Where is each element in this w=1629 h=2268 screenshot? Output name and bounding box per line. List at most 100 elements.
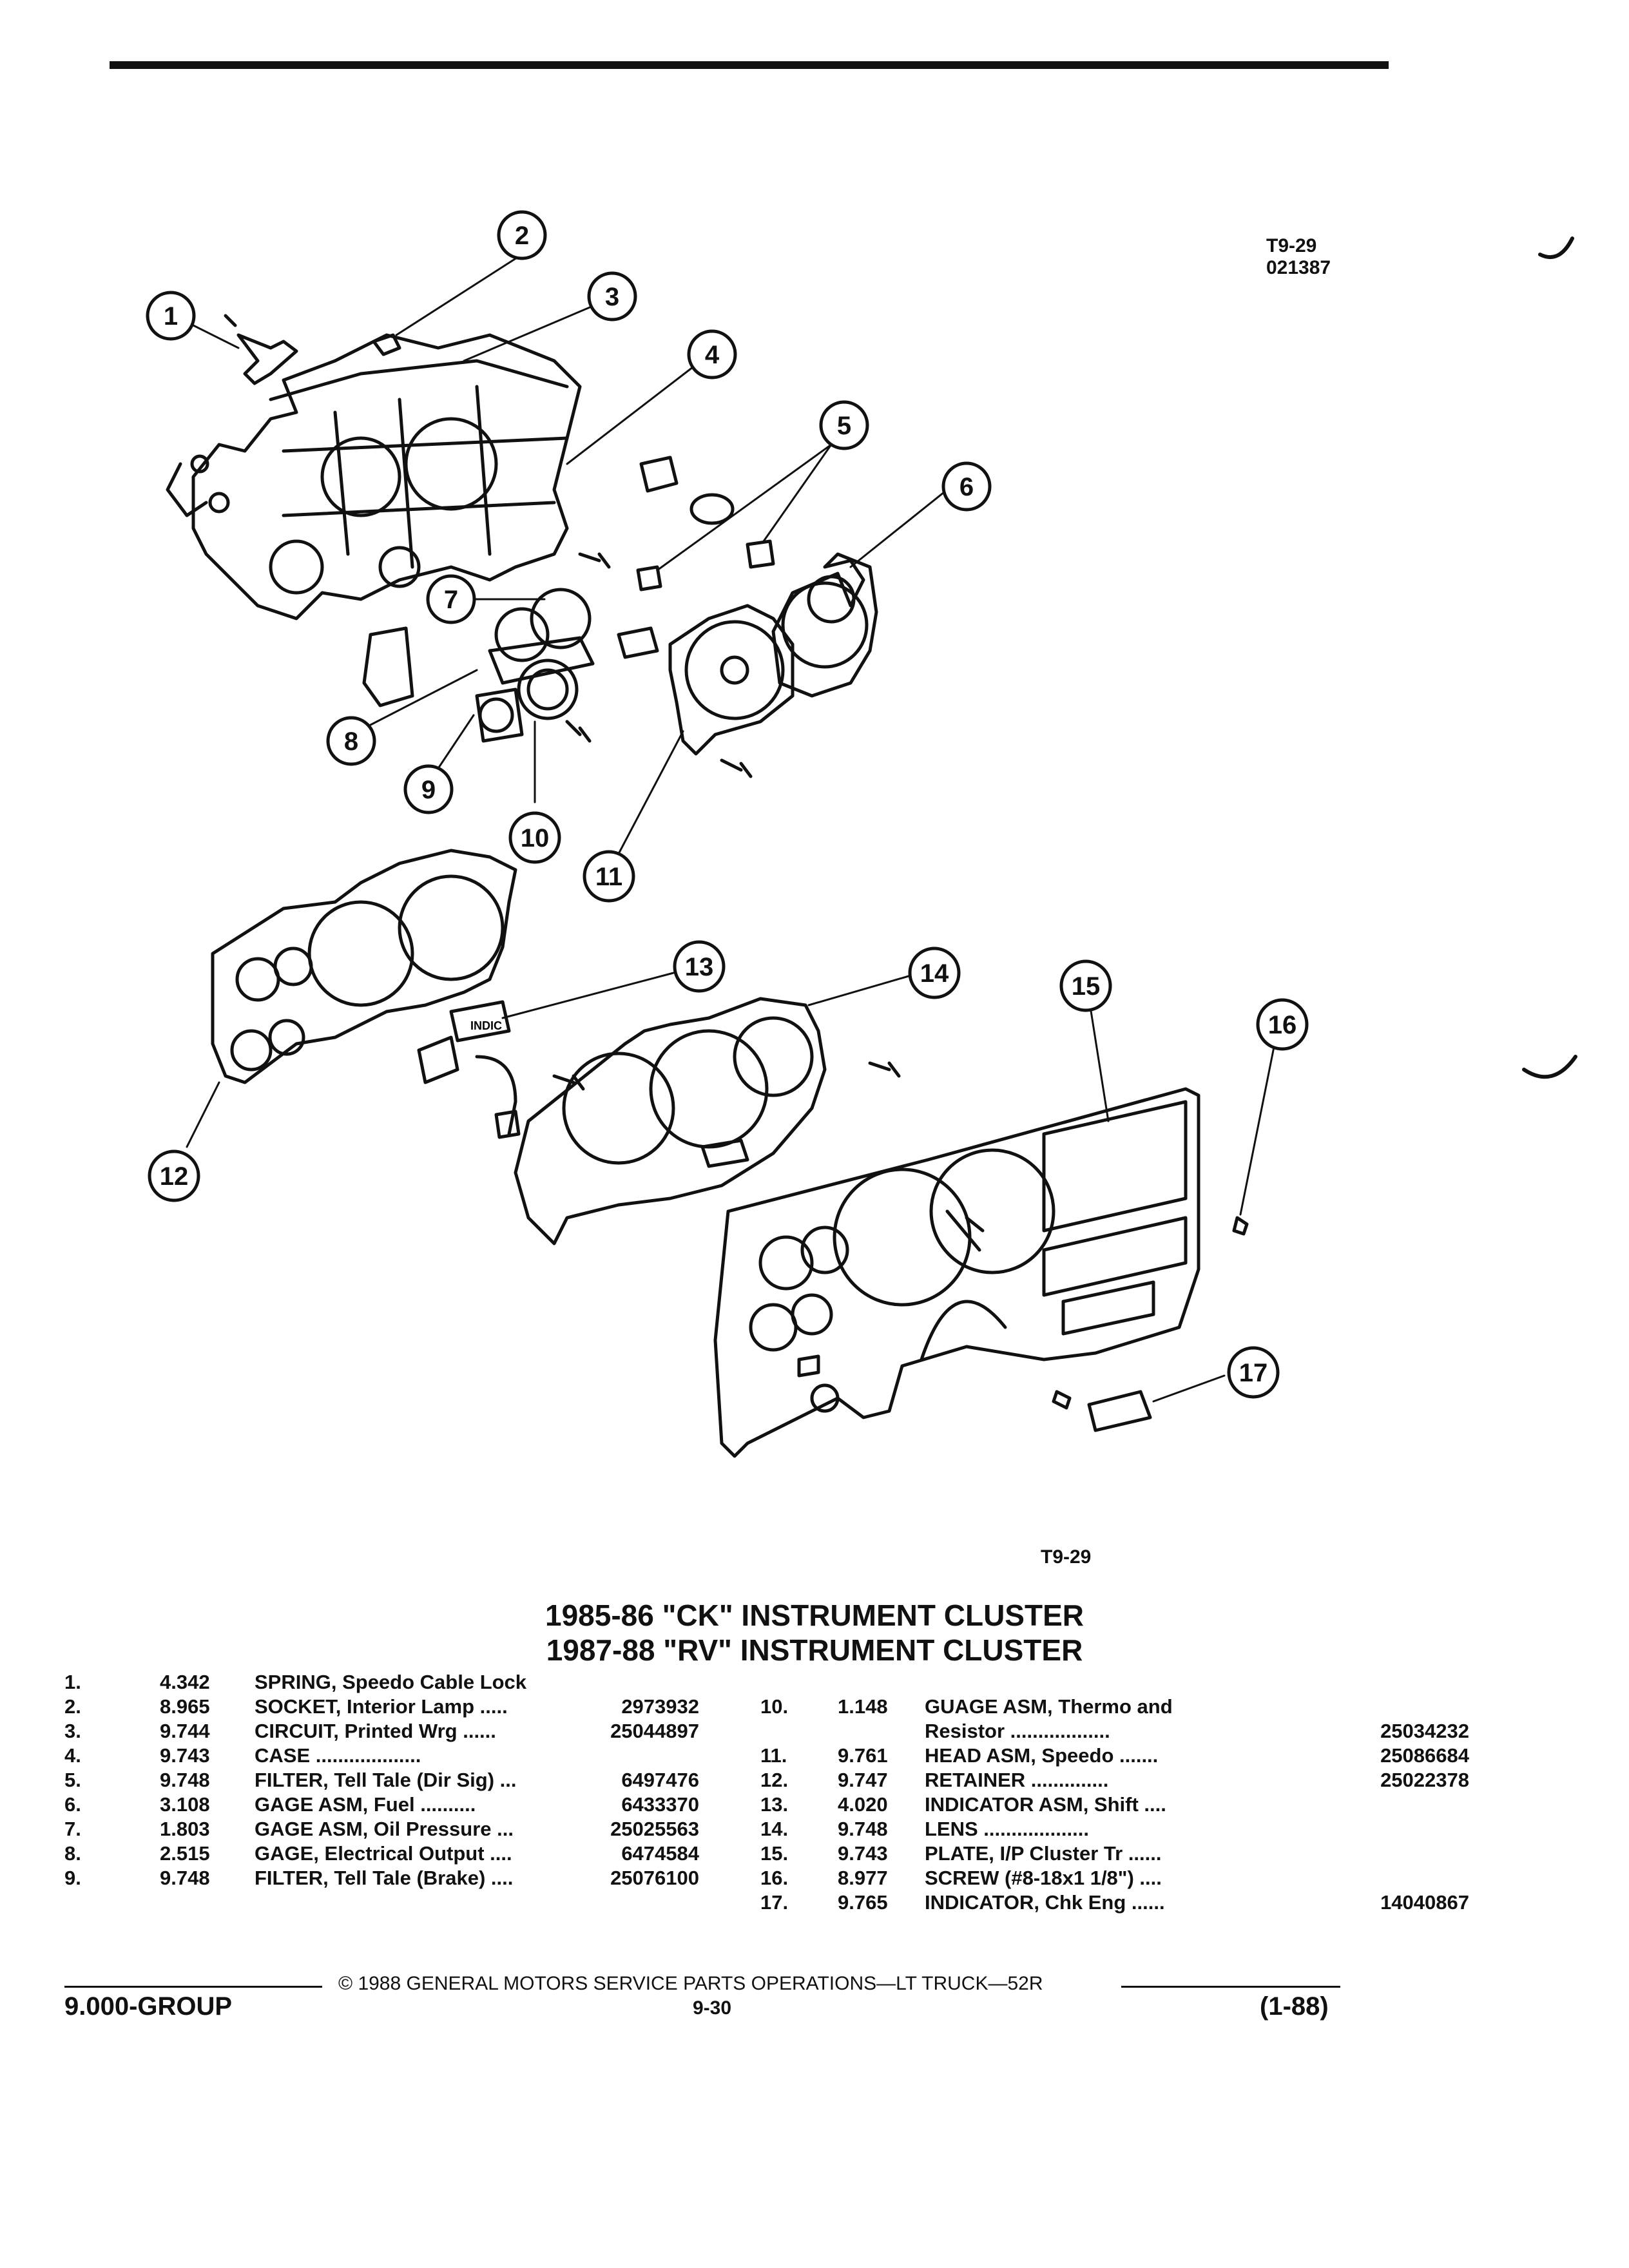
callout-12: 12 [148, 1149, 200, 1202]
footer-page-number: 9-30 [693, 1997, 732, 2019]
figure-ref: T9-29 021387 [1266, 235, 1331, 279]
item-code: 9.743 [838, 1842, 888, 1865]
list-item: 1. 4.342 SPRING, Speedo Cable Lock [64, 1670, 709, 1695]
figure-ref-code: 021387 [1266, 257, 1331, 278]
item-description: GAGE ASM, Fuel .......... [255, 1793, 476, 1816]
callout-13-label: 13 [685, 953, 714, 981]
item-description: RETAINER .............. [925, 1769, 1109, 1791]
item-number: 7. [64, 1818, 81, 1840]
item-description: INDICATOR ASM, Shift .... [925, 1793, 1166, 1816]
item-description: GAGE, Electrical Output .... [255, 1842, 512, 1865]
callout-7-label: 7 [444, 586, 458, 614]
small-gauges [362, 588, 595, 743]
page-title-line-1: 1985-86 "CK" INSTRUMENT CLUSTER [545, 1599, 1084, 1632]
item-code: 1.148 [838, 1695, 888, 1718]
item-number: 4. [64, 1744, 81, 1767]
item-description: Resistor .................. [925, 1720, 1110, 1742]
item-code: 9.743 [160, 1744, 210, 1767]
page-title-line-2: 1987-88 "RV" INSTRUMENT CLUSTER [546, 1633, 1083, 1667]
callout-16: 16 [1256, 998, 1309, 1051]
item-code: 9.765 [838, 1891, 888, 1914]
item-code: 9.748 [160, 1769, 210, 1791]
figure-ref-label: T9-29 [1266, 235, 1317, 256]
margin-marks [1522, 236, 1577, 1079]
item-part-number: 2973932 [621, 1695, 699, 1718]
item-number: 2. [64, 1695, 81, 1718]
callout-5-label: 5 [837, 412, 851, 440]
check-engine-indicator [1052, 1390, 1152, 1432]
item-description: SPRING, Speedo Cable Lock [255, 1671, 527, 1693]
item-code: 1.803 [160, 1818, 210, 1840]
item-part-number: 6474584 [621, 1842, 699, 1865]
callout-5: 5 [819, 400, 869, 450]
callout-6-label: 6 [959, 473, 974, 501]
callout-4-label: 4 [705, 341, 720, 369]
item-description: SCREW (#8-18x1 1/8") .... [925, 1867, 1162, 1889]
item-number: 14. [760, 1818, 789, 1840]
callout-4: 4 [687, 329, 737, 380]
callout-1-label: 1 [164, 302, 178, 331]
filters [636, 456, 775, 591]
item-code: 3.108 [160, 1793, 210, 1816]
item-description: SOCKET, Interior Lamp ..... [255, 1695, 508, 1718]
lamp-socket [372, 333, 401, 356]
lens [514, 997, 901, 1245]
spring-clip [224, 314, 298, 385]
callout-8: 8 [326, 716, 376, 766]
item-description: GUAGE ASM, Thermo and [925, 1695, 1173, 1718]
retainer [211, 849, 517, 1084]
item-part-number: 6433370 [621, 1793, 699, 1816]
footer-group: 9.000-GROUP [64, 1992, 233, 2021]
item-number: 1. [64, 1671, 81, 1693]
callout-17: 17 [1227, 1346, 1280, 1399]
item-description: FILTER, Tell Tale (Dir Sig) ... [255, 1769, 517, 1791]
leader-lines [186, 253, 1277, 1403]
item-number: 9. [64, 1867, 81, 1889]
item-code: 9.744 [160, 1720, 210, 1742]
exploded-diagram: 1 2 3 4 5 6 7 8 9 10 11 12 13 14 15 16 1… [146, 210, 1577, 1458]
item-description: PLATE, I/P Cluster Tr ...... [925, 1842, 1162, 1865]
item-number: 17. [760, 1891, 789, 1914]
shift-indicator [417, 1000, 585, 1139]
figure-ref-bottom: T9-29 [1041, 1546, 1092, 1568]
callout-12-label: 12 [160, 1162, 189, 1191]
callout-9: 9 [403, 764, 454, 814]
item-code: 9.747 [838, 1769, 888, 1791]
callout-3: 3 [587, 271, 637, 322]
callout-16-label: 16 [1268, 1011, 1297, 1039]
callout-13: 13 [673, 940, 726, 993]
item-number: 5. [64, 1769, 81, 1791]
callout-14-label: 14 [920, 959, 949, 988]
list-item: 17. 9.765 INDICATOR, Chk Eng ...... 1404086… [760, 1890, 1501, 1915]
item-number: 8. [64, 1842, 81, 1865]
item-number: 3. [64, 1720, 81, 1742]
item-part-number: 25086684 [1380, 1744, 1469, 1767]
item-number: 16. [760, 1867, 789, 1889]
fuel-gauge [771, 552, 878, 698]
item-number: 12. [760, 1769, 789, 1791]
item-description: INDICATOR, Chk Eng ...... [925, 1891, 1165, 1914]
callout-3-label: 3 [605, 283, 619, 311]
callout-2: 2 [497, 210, 547, 260]
item-code: 4.342 [160, 1671, 210, 1693]
item-part-number: 6497476 [621, 1769, 699, 1791]
item-number: 11. [760, 1744, 787, 1767]
callout-7: 7 [426, 574, 476, 624]
callout-11-label: 11 [595, 863, 622, 891]
item-number: 13. [760, 1793, 789, 1816]
list-item: Resistor .................. 25034232 [760, 1719, 1501, 1744]
callout-10: 10 [508, 811, 561, 864]
top-rule [110, 61, 1389, 69]
callout-17-label: 17 [1239, 1359, 1268, 1387]
screw [1232, 1216, 1249, 1236]
item-part-number: 25034232 [1380, 1720, 1469, 1742]
item-part-number: 14040867 [1380, 1891, 1469, 1914]
